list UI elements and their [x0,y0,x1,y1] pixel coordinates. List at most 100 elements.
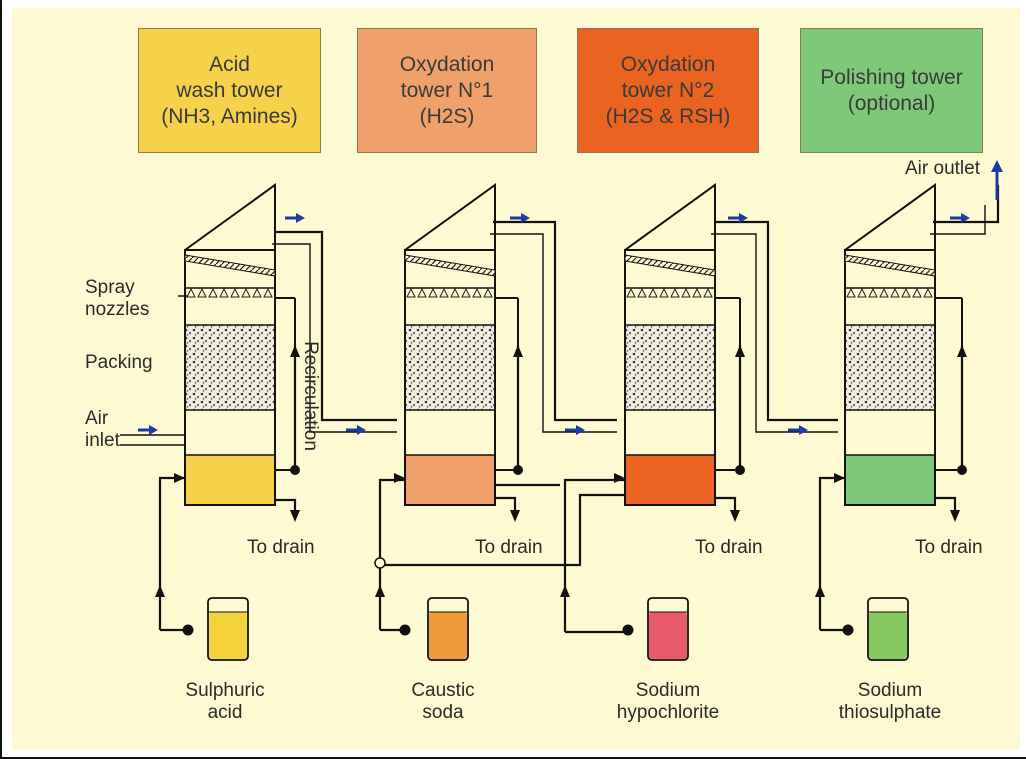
mist-eliminator [624,254,716,277]
header-line: tower N°1 [400,78,494,102]
header-line: (H2S) [419,104,475,128]
label-spray-nozzles: Spray nozzles [85,277,149,321]
spray-nozzle [703,287,713,298]
spray-nozzle [450,287,460,298]
spray-nozzle [670,287,680,298]
drain-line [936,496,957,515]
tank-liquid [869,612,907,659]
flow-arrowhead [957,345,967,357]
header-line: Oxydation [620,52,716,76]
spray-nozzle [483,287,493,298]
spray-nozzle [263,287,273,298]
header-line: (optional) [847,91,936,115]
chemical-tank [647,597,689,661]
label-to-drain-4: To drain [915,537,983,558]
check-valve [374,557,386,569]
sump-liquid [626,455,714,504]
gas-flow-arrow-head [149,425,158,435]
tower [624,183,716,506]
marks-layer [138,160,1003,661]
feed-line [158,476,185,630]
gas-flow-arrow-head [576,425,585,435]
label-tank-sodium-thiosulphate: Sodium thiosulphate [825,680,955,724]
sump-liquid [406,455,494,504]
label-line: Sodium [857,680,923,701]
recirculation-pump [290,465,300,475]
chemical-tank [867,597,909,661]
label-line: nozzles [85,299,150,320]
dosing-pump [399,624,411,636]
feed-line [378,478,405,630]
label-air-outlet: Air outlet [905,158,980,179]
drain-arrowhead [510,510,520,522]
gas-flow-arrow-head [739,213,748,223]
packing-bed [846,325,934,410]
gas-duct [493,220,617,422]
header-line: Acid [209,52,250,76]
spray-nozzle [252,287,262,298]
drain-line [715,496,737,515]
tank-liquid [209,612,247,659]
label-line: inlet [85,430,120,451]
header-line: tower N°2 [621,78,715,102]
spray-nozzle [472,287,482,298]
gas-outlet-arrow [991,160,1003,200]
gas-flow-arrow-head [799,425,808,435]
feed-line [380,493,625,567]
header-line: Oxydation [399,52,495,76]
spray-nozzle [901,287,911,298]
spray-nozzle [912,287,922,298]
drain-arrowhead [730,510,740,522]
spray-nozzle [439,287,449,298]
feed-line [563,478,625,632]
header-oxydation-tower-1: Oxydation tower N°1 (H2S) [357,28,537,153]
header-line: Polishing tower [820,65,963,89]
header-line: (NH3, Amines) [161,104,298,128]
spray-nozzle [846,287,856,298]
spray-nozzle [219,287,229,298]
label-line: Air [85,408,109,429]
gas-flow-arrow [950,213,970,223]
label-line: Sodium [635,680,701,701]
mist-eliminator [184,254,276,277]
dosing-pump [842,624,854,636]
spray-nozzle [626,287,636,298]
feed-line [818,476,845,630]
label-tank-sodium-hypochlorite: Sodium hypochlorite [598,680,738,724]
spray-nozzle [648,287,658,298]
spray-nozzle [692,287,702,298]
label-line: soda [422,702,464,723]
flow-arrowhead [815,585,825,597]
label-to-drain-2: To drain [475,537,543,558]
spray-nozzle [879,287,889,298]
sump-liquid [186,455,274,504]
header-oxydation-tower-2: Oxydation tower N°2 (H2S & RSH) [577,28,759,153]
packing-bed [626,325,714,410]
flow-arrowhead [174,473,185,483]
label-packing: Packing [85,352,153,373]
flow-arrowhead [614,473,625,483]
drain-arrowhead [290,510,300,522]
flow-arrowhead [394,473,405,483]
gas-flow-arrow [788,425,808,435]
spray-nozzle [186,287,196,298]
drain-line [494,496,517,515]
label-line: acid [207,702,243,723]
label-to-drain-3: To drain [695,537,763,558]
chemical-tank [207,597,249,661]
flow-arrowhead [155,585,165,597]
tower [404,183,496,506]
gas-flow-arrow [138,425,158,435]
spray-nozzle [923,287,933,298]
spray-nozzle [230,287,240,298]
flow-arrowhead [375,585,385,597]
gas-flow-arrow [728,213,748,223]
tank-liquid [649,612,687,659]
sump-liquid [846,455,934,504]
gas-flow-arrow [346,425,366,435]
gas-duct-outlet [930,205,986,235]
spray-nozzle [406,287,416,298]
tower [844,183,936,506]
header-acid-wash-tower: Acid wash tower (NH3, Amines) [138,28,321,153]
spray-nozzle [417,287,427,298]
